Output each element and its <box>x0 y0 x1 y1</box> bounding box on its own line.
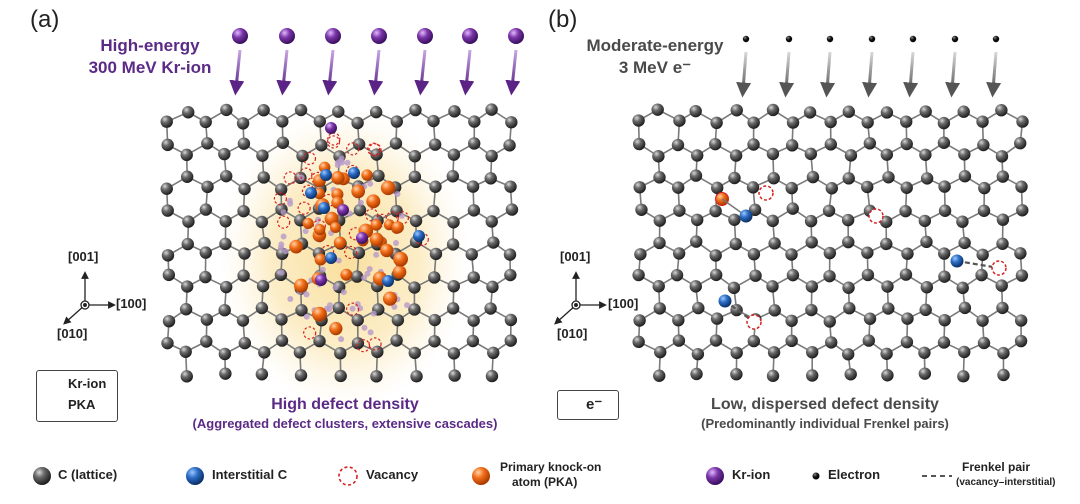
interstitial-icon <box>186 467 204 485</box>
panel-a-label: (a) <box>30 6 60 33</box>
legend-interstitial-label: Interstitial C <box>212 467 288 482</box>
legend-box-b <box>557 390 619 420</box>
bottom-legend-icons <box>33 466 952 486</box>
legend-frenkel-label-1: Frenkel pair <box>962 460 1031 474</box>
legend-kr-ion-label: Kr-ion <box>732 467 771 482</box>
lattice-a <box>160 103 519 383</box>
legend-pka-label-1: Primary knock-on <box>500 460 602 474</box>
beam-title-a-line2: 300 MeV Kr-ion <box>88 58 212 77</box>
defects-a <box>273 122 429 353</box>
pka-icon <box>472 467 490 485</box>
carbon-icon <box>33 467 51 485</box>
lattice-b <box>632 103 1029 383</box>
panel-b-label: (b) <box>548 6 578 33</box>
ion-beam-a <box>229 28 524 96</box>
vacancy-icon <box>338 466 358 486</box>
legend-frenkel-label-2: (vacancy–interstitial) <box>956 477 1056 488</box>
axis-a-right: [100] <box>116 296 147 311</box>
beam-title-b-line1: Moderate-energy <box>586 36 724 55</box>
beam-title-a-line1: High-energy <box>100 36 200 55</box>
legend-electron-label: Electron <box>828 467 881 482</box>
axis-b-down: [010] <box>557 326 588 341</box>
axis-a-up: [001] <box>68 249 99 264</box>
legend-b-electron: e⁻ <box>586 396 603 413</box>
axis-b-right: [100] <box>608 296 639 311</box>
legend-a-kr-ion: Kr-ion <box>68 376 107 391</box>
beam-title-b-line2: 3 MeV e⁻ <box>618 58 692 77</box>
caption-b-main: Low, dispersed defect density <box>711 396 939 413</box>
legend-a-pka: PKA <box>68 397 96 412</box>
axes-a <box>63 271 116 325</box>
electron-beam-b <box>736 35 1002 98</box>
legend-vacancy-label: Vacancy <box>366 467 419 482</box>
kr-ion-icon <box>706 467 724 485</box>
caption-a-main: High defect density <box>271 396 419 413</box>
axis-b-up: [001] <box>560 249 591 264</box>
legend-box-a <box>36 370 118 422</box>
electron-icon <box>812 472 820 480</box>
axes-b <box>554 271 607 325</box>
defects-b <box>715 185 1007 330</box>
caption-b-sub: (Predominantly individual Frenkel pairs) <box>701 416 949 431</box>
legend-lattice-label: C (lattice) <box>58 467 118 482</box>
legend-pka-label-2: atom (PKA) <box>512 475 578 489</box>
caption-a-sub: (Aggregated defect clusters, extensive c… <box>192 416 498 431</box>
axis-a-down: [010] <box>57 326 88 341</box>
